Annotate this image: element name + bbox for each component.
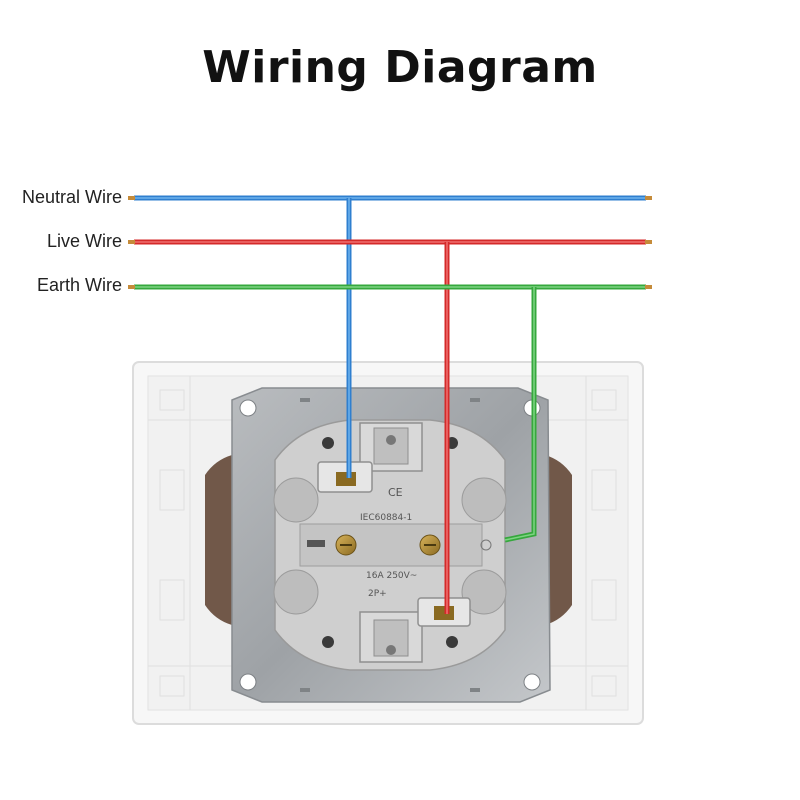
diagram-title: Wiring Diagram	[202, 42, 598, 93]
neutral-wire-label: Neutral Wire	[21, 187, 122, 207]
earth-wire	[134, 284, 646, 543]
terminal-screws	[335, 534, 441, 556]
live-wire-label: Live Wire	[46, 231, 122, 251]
standard-mark: IEC60884-1	[360, 513, 412, 523]
ce-mark: CE	[388, 486, 403, 499]
earth-wire-label: Earth Wire	[36, 275, 122, 295]
rating-mark: 16A 250V~	[366, 571, 417, 581]
live-wire	[134, 239, 646, 614]
neutral-wire	[134, 195, 646, 478]
poles-mark: 2P+	[368, 589, 387, 599]
